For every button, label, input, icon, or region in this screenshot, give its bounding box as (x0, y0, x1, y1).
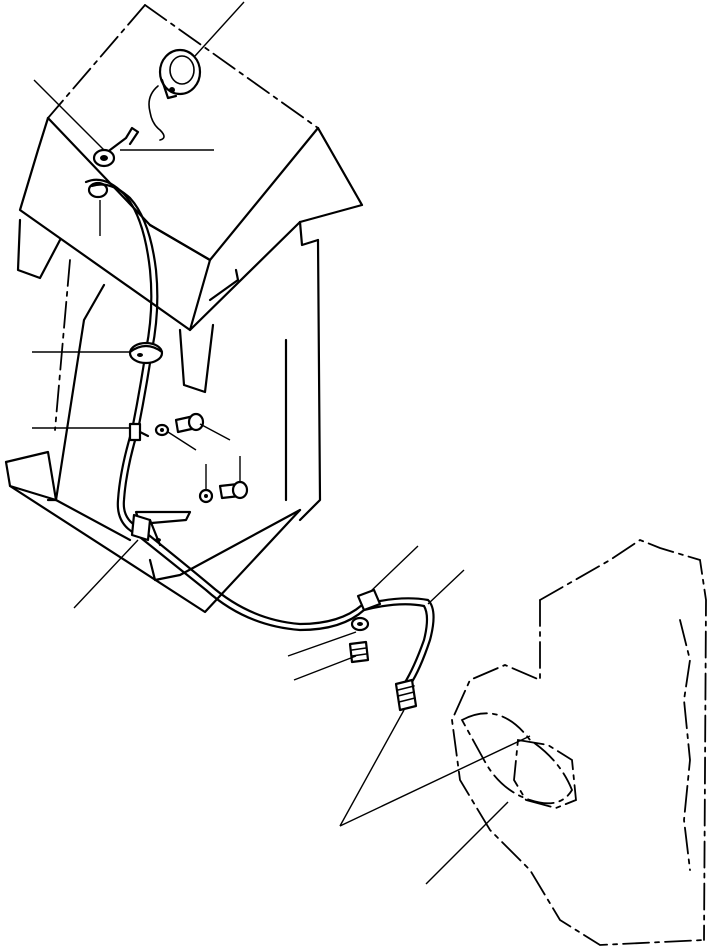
bracket (130, 510, 192, 547)
callout-leaders (32, 1, 531, 885)
transmission-housing (451, 538, 707, 946)
washer (154, 423, 170, 437)
washer-lower (198, 488, 214, 504)
gauge (148, 48, 202, 141)
sensor-connector (394, 678, 418, 712)
bolt-transmission (348, 640, 370, 664)
clip-transmission (356, 588, 382, 612)
console-housing (4, 4, 364, 614)
bolt-lower (218, 480, 249, 500)
bolt (174, 412, 205, 434)
washer-transmission (350, 616, 370, 632)
clip-lower (128, 422, 150, 442)
clip (128, 341, 164, 365)
